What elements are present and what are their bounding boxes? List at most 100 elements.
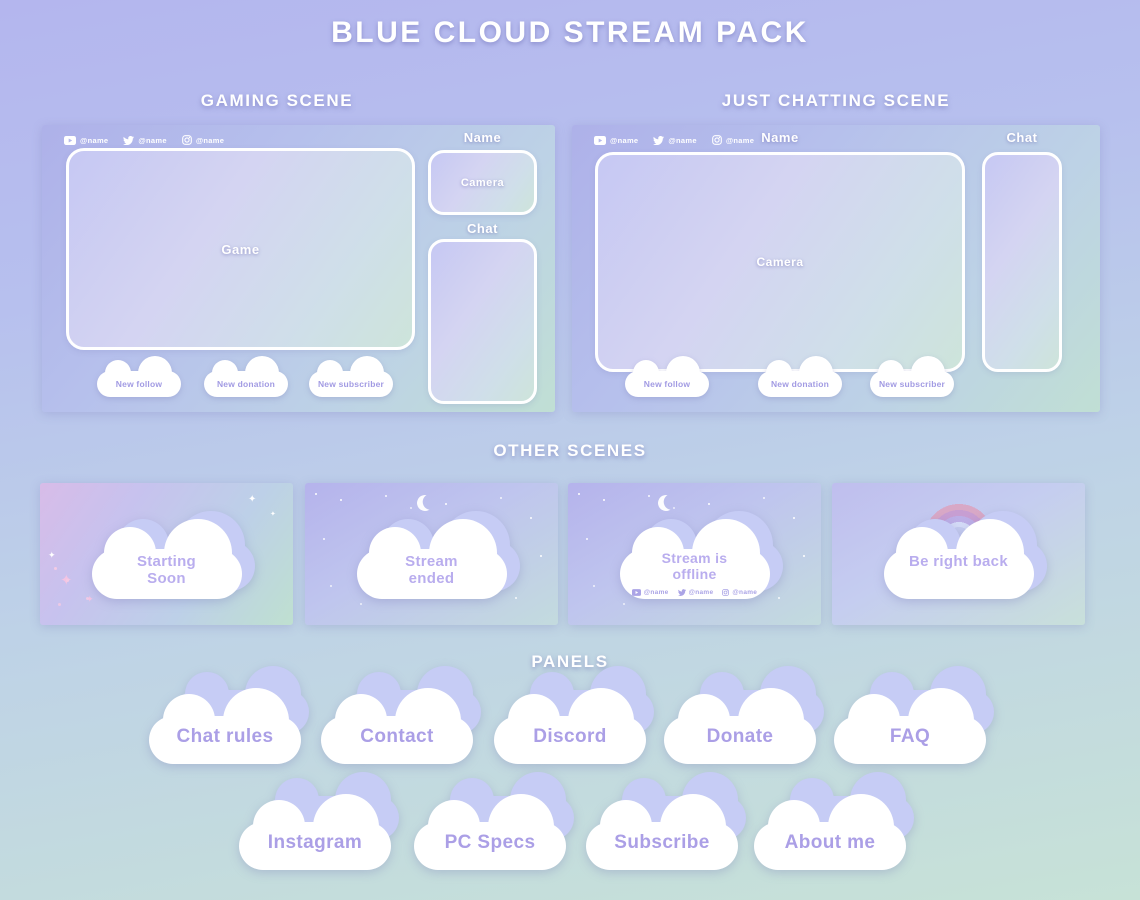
panel-instagram: Instagram — [239, 772, 409, 881]
instagram-icon — [711, 135, 722, 145]
cloud-shape — [239, 794, 391, 870]
cloud-shape — [91, 519, 242, 599]
panel-label: Chat rules — [176, 726, 274, 747]
social-youtube: @name — [64, 135, 109, 145]
social-handle: @name — [80, 135, 109, 145]
chat-frame — [982, 152, 1062, 372]
cloud-shape — [586, 794, 738, 870]
section-heading-chatting: JUST CHATTING SCENE — [721, 91, 951, 110]
alert-new-donation: New donation — [758, 356, 842, 397]
social-links-bar: @name @name @name — [64, 135, 224, 145]
stars — [578, 493, 580, 495]
social-twitter: @name — [123, 135, 167, 145]
youtube-icon — [631, 589, 641, 596]
starting-soon-scene: ✦ ✦ ✦ ✦ ✦ ✦ Starting Soon — [40, 483, 293, 625]
stars — [315, 493, 317, 495]
section-heading-other-scenes: OTHER SCENES — [493, 441, 647, 460]
social-handle: @name — [610, 135, 639, 145]
panel-faq: FAQ — [834, 666, 1004, 775]
panel-label: Discord — [533, 726, 607, 747]
twitter-icon — [677, 589, 686, 596]
alert-new-subscriber: New subscriber — [309, 356, 393, 397]
camera-label: Camera — [460, 176, 505, 189]
camera-frame: Camera — [595, 152, 965, 372]
camera-label: Camera — [756, 255, 804, 269]
alert-label: New subscriber — [317, 379, 385, 389]
chat-frame — [428, 239, 537, 404]
panel-donate: Donate — [664, 666, 834, 775]
twitter-icon — [653, 135, 665, 145]
cloud-shape — [356, 519, 507, 599]
sparkle-icon: ✦ — [60, 572, 73, 589]
alert-new-donation: New donation — [204, 356, 288, 397]
camera-frame: Camera — [428, 150, 537, 215]
sparkle-icon: ✦ — [270, 511, 276, 518]
name-label: Name — [463, 130, 502, 145]
scene-label: Be right back — [909, 553, 1008, 570]
cloud-shape — [754, 794, 906, 870]
cloud-shape — [149, 688, 301, 764]
cloud-shape — [664, 688, 816, 764]
panel-label: Contact — [360, 726, 434, 747]
be-right-back-scene: Be right back — [832, 483, 1085, 625]
alert-label: New follow — [643, 379, 691, 389]
cloud-shape — [494, 688, 646, 764]
chatting-scene-preview: @name @name @name Name Camera Chat New f… — [572, 125, 1100, 412]
alert-new-subscriber: New subscriber — [870, 356, 954, 397]
panel-label: Instagram — [267, 832, 363, 853]
social-instagram: @name — [181, 135, 225, 145]
social-instagram: @name — [722, 589, 757, 596]
scene-label: Stream ended — [405, 553, 458, 588]
social-youtube: @name — [594, 135, 639, 145]
social-twitter: @name — [653, 135, 697, 145]
panel-label: PC Specs — [444, 832, 536, 853]
social-links-row: @name @name @name — [620, 589, 770, 596]
section-heading-gaming: GAMING SCENE — [200, 91, 354, 110]
sparkle-icon: ✦ — [248, 494, 257, 505]
stream-ended-scene: Stream ended — [305, 483, 558, 625]
gaming-scene-preview: @name @name @name Game Name Camera Chat … — [42, 125, 555, 412]
panel-label: About me — [784, 832, 876, 853]
sparkle-icon: ✦ — [48, 550, 56, 560]
cloud-shape — [414, 794, 566, 870]
social-youtube: @name — [631, 589, 669, 596]
social-links-bar: @name @name @name — [594, 135, 754, 145]
panel-contact: Contact — [321, 666, 491, 775]
social-handle: @name — [688, 589, 714, 596]
scene-cloud: Stream ended — [352, 511, 520, 623]
panel-discord: Discord — [494, 666, 664, 775]
panel-label: FAQ — [889, 726, 931, 747]
scene-cloud: Be right back — [879, 511, 1047, 623]
sparkle-dots — [54, 567, 57, 570]
social-twitter: @name — [677, 589, 714, 596]
alert-new-follow: New follow — [625, 356, 709, 397]
alert-label: New subscriber — [878, 379, 946, 389]
panel-about-me: About me — [754, 772, 924, 881]
alert-new-follow: New follow — [97, 356, 181, 397]
youtube-icon — [64, 135, 76, 145]
instagram-icon — [181, 135, 192, 145]
alert-label: New follow — [115, 379, 163, 389]
panel-pc-specs: PC Specs — [414, 772, 584, 881]
social-handle: @name — [643, 589, 669, 596]
social-handle: @name — [195, 135, 225, 145]
scene-cloud: Starting Soon — [87, 511, 255, 623]
crescent-moon-icon — [656, 493, 677, 514]
game-label: Game — [221, 241, 260, 257]
cloud-shape — [883, 519, 1034, 599]
social-handle: @name — [732, 589, 758, 596]
page-title: BLUE CLOUD STREAM PACK — [331, 16, 809, 49]
chat-label: Chat — [467, 221, 498, 236]
sparkle-icon: ✦ — [86, 594, 94, 604]
social-handle: @name — [668, 135, 697, 145]
chat-label: Chat — [1006, 130, 1038, 145]
scene-label: Starting Soon — [136, 553, 197, 588]
twitter-icon — [123, 135, 135, 145]
social-handle: @name — [138, 135, 167, 145]
youtube-icon — [594, 135, 606, 145]
panel-chat-rules: Chat rules — [149, 666, 319, 775]
alert-label: New donation — [216, 379, 276, 389]
scene-label: Stream is offline — [661, 550, 728, 583]
cloud-shape — [321, 688, 473, 764]
